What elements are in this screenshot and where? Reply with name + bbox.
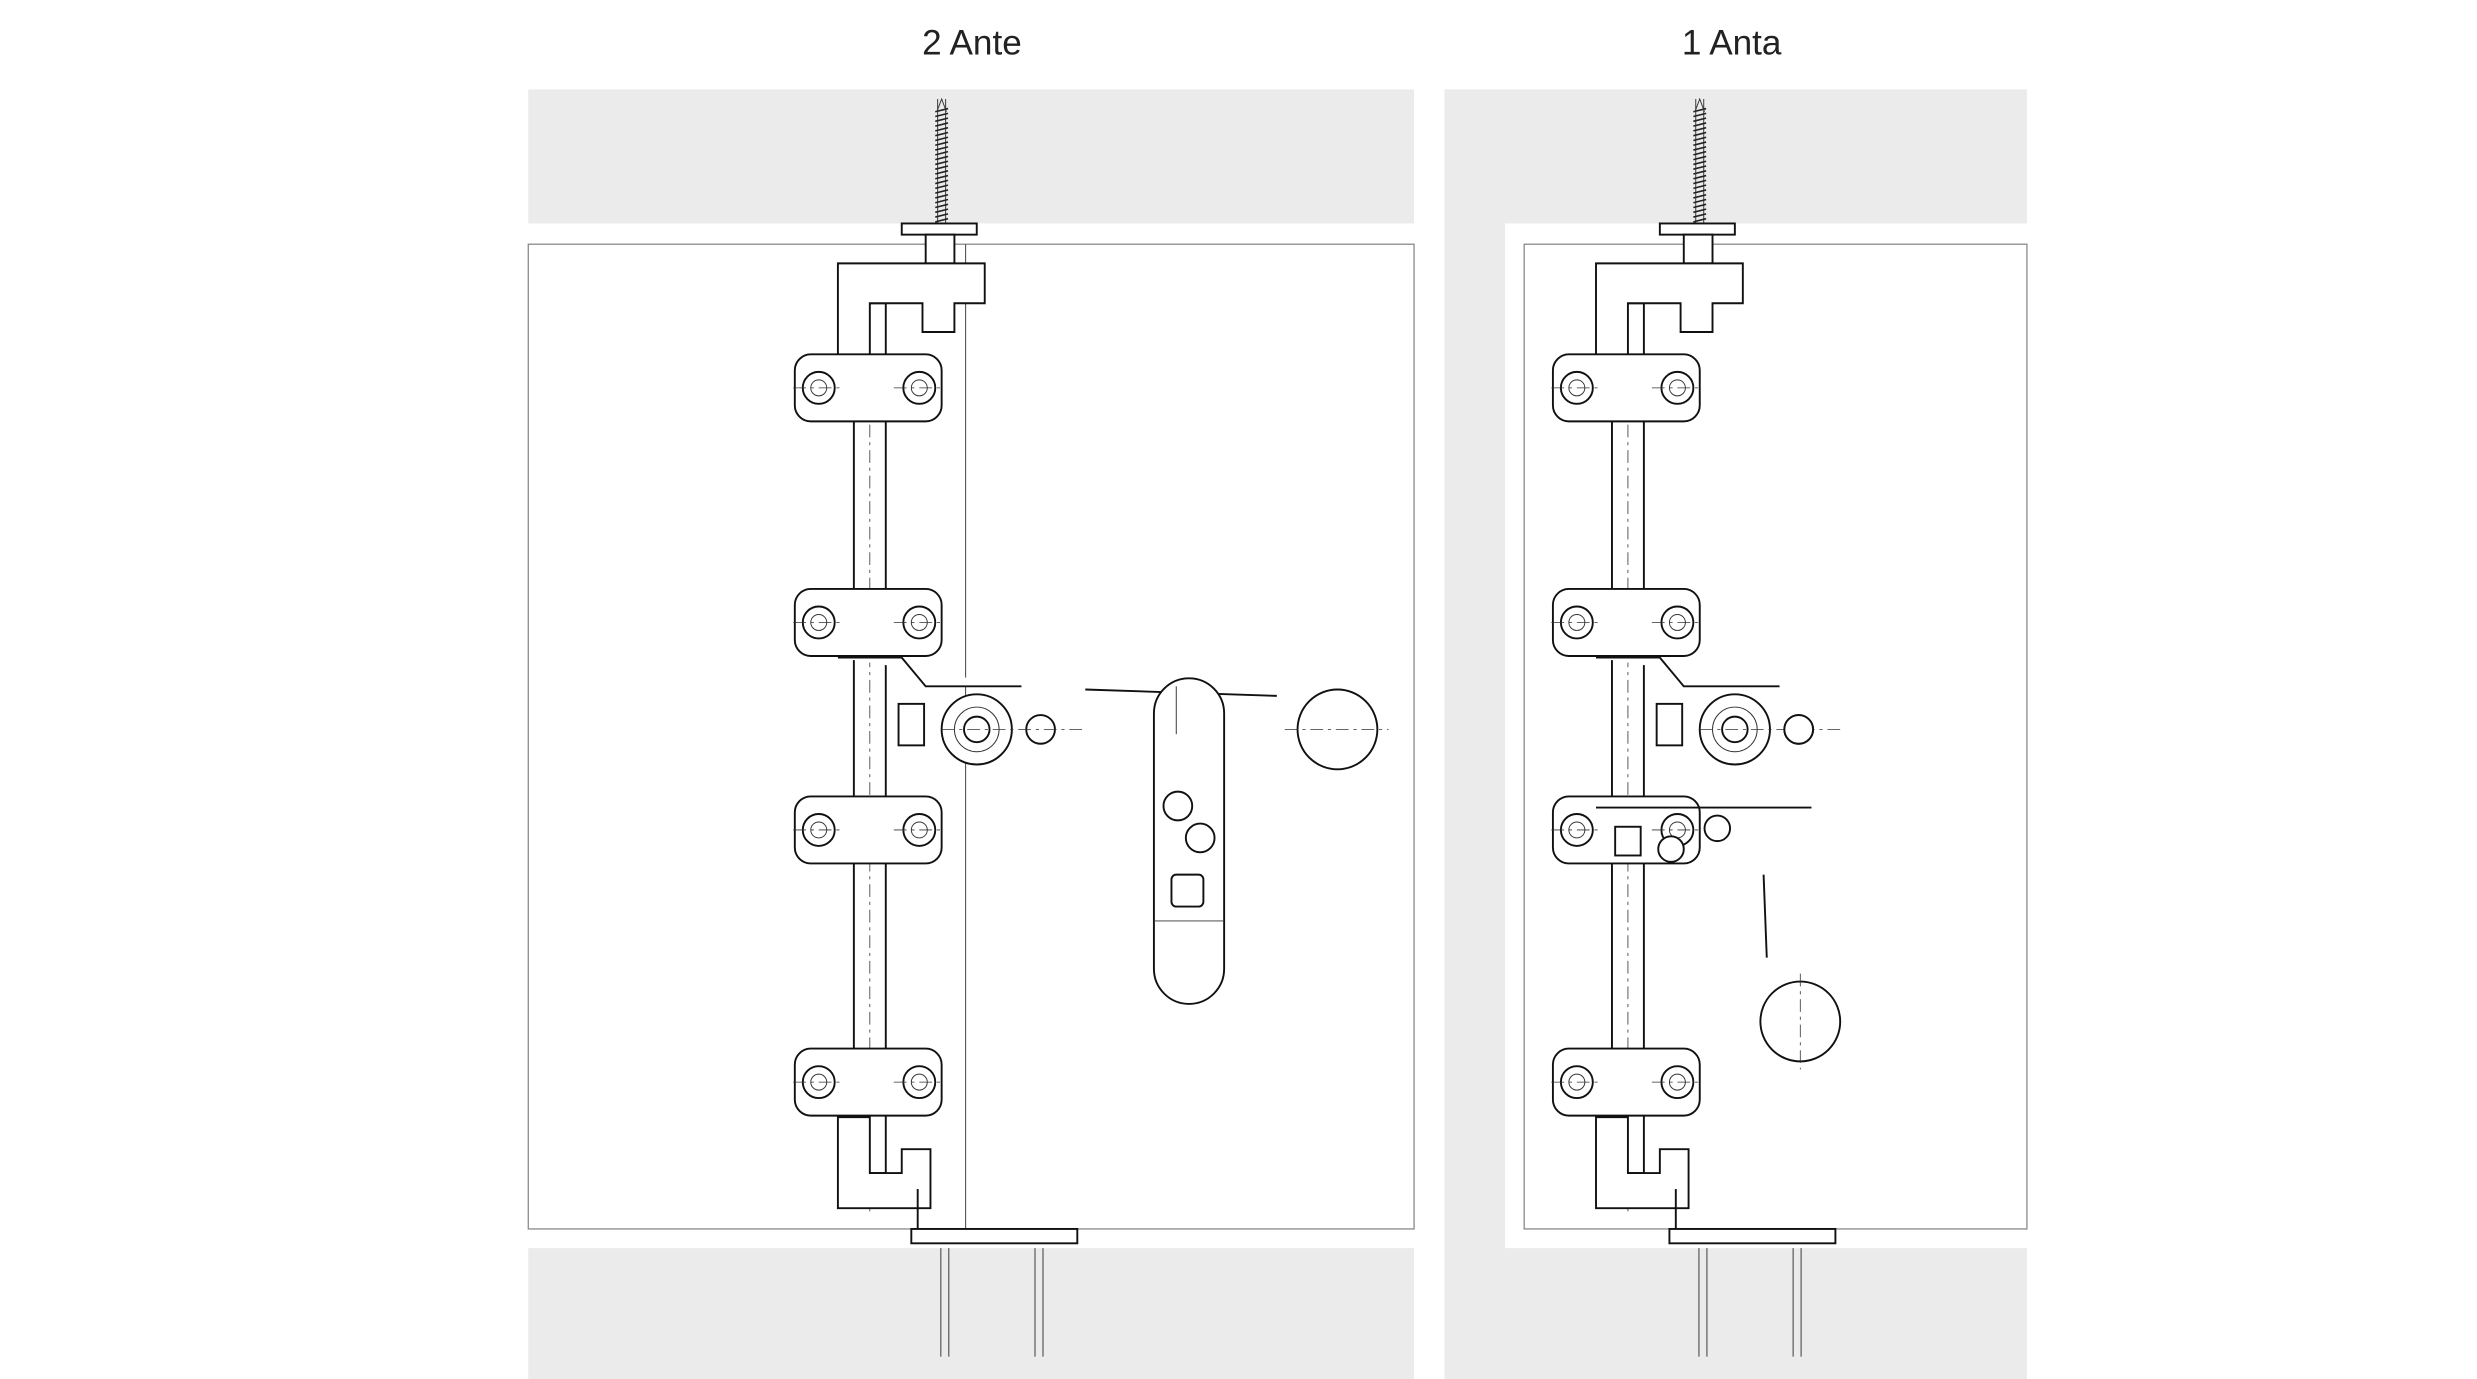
lever-hole (1657, 835, 1685, 863)
pivot-hole (1783, 714, 1815, 745)
panel-two-leaf (527, 89, 1415, 1379)
bottom-bracket (836, 1116, 932, 1210)
lever-stem (1762, 874, 1768, 958)
handle-base (1596, 656, 1780, 688)
handle-base (837, 656, 1022, 688)
panel-one-leaf (1444, 89, 2028, 1379)
screw-thread (935, 107, 949, 223)
logo-plate (897, 702, 926, 747)
washer (900, 222, 978, 236)
logo-plate (1655, 702, 1684, 747)
washer (1658, 222, 1736, 236)
wall-top (528, 89, 1415, 224)
logo-plate (1614, 825, 1642, 857)
wall-bottom (528, 1248, 1415, 1379)
espagnolette-mechanism (793, 97, 1389, 1357)
espagnolette-mechanism (1551, 97, 1844, 1357)
pin (924, 233, 956, 265)
lever-lock (1170, 873, 1205, 908)
bottom-bracket (1595, 1116, 1690, 1210)
lever-hole (1162, 790, 1194, 822)
keeper-plate (1668, 1227, 1837, 1245)
screw-tip (1694, 97, 1705, 112)
pin (1682, 233, 1714, 265)
screw-tip (936, 97, 947, 112)
lever-hole (1703, 814, 1732, 843)
panel-title-two-leaf: 2 Ante (922, 23, 1022, 62)
lever-hole (1184, 822, 1216, 854)
keeper-plate (910, 1227, 1079, 1245)
screw-thread (1693, 107, 1707, 223)
panel-title-one-leaf: 1 Anta (1682, 23, 1782, 62)
